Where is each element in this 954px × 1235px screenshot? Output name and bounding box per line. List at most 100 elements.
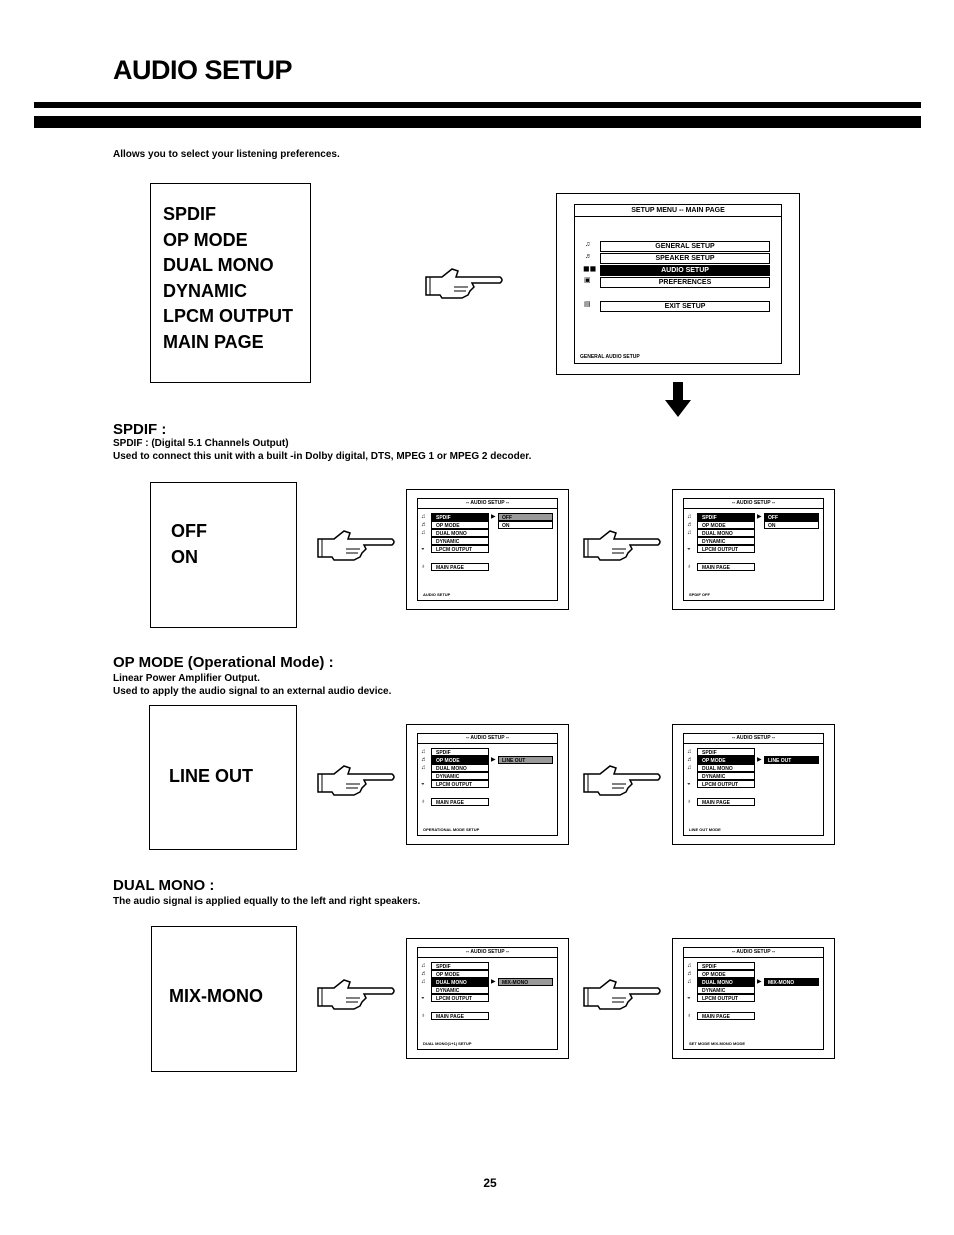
menu-item-dual-mono: DUAL MONO xyxy=(163,255,274,276)
main-item-preferences[interactable]: PREFERENCES xyxy=(600,277,770,288)
dual-mono-options-box: MIX-MONO xyxy=(151,926,297,1072)
audio-menu-box: SPDIF OP MODE DUAL MONO DYNAMIC LPCM OUT… xyxy=(150,183,311,383)
speaker-icon: ♫ xyxy=(585,241,591,248)
menu-item-lpcm-output: LPCM OUTPUT xyxy=(163,306,293,327)
play-arrow-icon: ▶ xyxy=(491,757,496,763)
main-page-icon: ♁ xyxy=(687,564,692,570)
main-page-icon: ♁ xyxy=(421,564,426,570)
section-line: Used to connect this unit with a built -… xyxy=(113,451,532,462)
speaker-icon: ♫ xyxy=(421,765,426,771)
screen-menu-item: SPDIF xyxy=(431,962,489,970)
section-line: SPDIF : (Digital 5.1 Channels Output) xyxy=(113,438,289,449)
pointing-hand-icon xyxy=(425,268,503,299)
disc-icon: ◒ xyxy=(421,995,425,1001)
screen-footer: OPERATIONAL MODE SETUP xyxy=(423,827,480,832)
main-page-icon: ♁ xyxy=(687,799,692,805)
audio-setup-screen: -- AUDIO SETUP --♫SPDIF♬OP MODE♫DUAL MON… xyxy=(672,489,835,610)
screen-inner: -- AUDIO SETUP --♫SPDIF♬OP MODE♫DUAL MON… xyxy=(683,498,824,601)
main-item-audio-setup[interactable]: AUDIO SETUP xyxy=(600,265,770,276)
play-arrow-icon: ▶ xyxy=(491,514,496,520)
menu-item-spdif: SPDIF xyxy=(163,204,217,224)
speaker-icon: ♫ xyxy=(421,963,426,969)
screen-header: -- AUDIO SETUP -- xyxy=(684,734,823,744)
screen-menu-item: LPCM OUTPUT xyxy=(697,545,755,553)
audio-setup-screen: -- AUDIO SETUP --♫SPDIF♬OP MODE♫DUAL MON… xyxy=(672,724,835,845)
play-arrow-icon: ▶ xyxy=(491,979,496,985)
screen-menu-item: DYNAMIC xyxy=(431,772,489,780)
screen-menu-item: LPCM OUTPUT xyxy=(697,994,755,1002)
speaker-icon: ♬ xyxy=(687,971,693,977)
speaker-icon: ♫ xyxy=(421,979,426,985)
screen-footer: SPDIF OFF xyxy=(689,592,710,597)
screen-header: -- AUDIO SETUP -- xyxy=(684,499,823,509)
audio-setup-screen: -- AUDIO SETUP --♫SPDIF♬OP MODE♫DUAL MON… xyxy=(406,489,569,610)
screen-main-page: MAIN PAGE xyxy=(431,1012,489,1020)
disc-icon: ◒ xyxy=(421,781,425,787)
screen-footer: LINE OUT MODE xyxy=(689,827,721,832)
audio-setup-screen: -- AUDIO SETUP --♫SPDIF♬OP MODE♫DUAL MON… xyxy=(672,938,835,1059)
screen-footer: AUDIO SETUP xyxy=(423,592,451,597)
screen-menu-item: LPCM OUTPUT xyxy=(431,545,489,553)
screen-menu-item: SPDIF xyxy=(697,748,755,756)
main-setup-screen: SETUP MENU -- MAIN PAGE ♫ ♬ ◼◼ ▣ ▤ GENER… xyxy=(556,193,800,375)
section-heading-op-mode: OP MODE (Operational Mode) : xyxy=(113,654,334,671)
speaker-icon: ♫ xyxy=(421,514,426,520)
option-line-out: LINE OUT xyxy=(169,766,253,786)
pointing-hand-icon xyxy=(317,765,395,796)
disc-icon: ◒ xyxy=(687,546,691,552)
screen-option: ON xyxy=(764,521,819,529)
option-on: ON xyxy=(171,546,198,567)
section-line: Used to apply the audio signal to an ext… xyxy=(113,686,392,697)
screen-main-page: MAIN PAGE xyxy=(431,563,489,571)
speaker-icon: ♫ xyxy=(687,530,692,536)
main-item-speaker-setup[interactable]: SPEAKER SETUP xyxy=(600,253,770,264)
main-page-icon: ♁ xyxy=(687,1013,692,1019)
audio-setup-screen: -- AUDIO SETUP --♫SPDIF♬OP MODE♫DUAL MON… xyxy=(406,724,569,845)
pointing-hand-icon xyxy=(583,530,661,561)
section-heading-spdif: SPDIF : xyxy=(113,421,167,438)
screen-menu-item: LPCM OUTPUT xyxy=(697,780,755,788)
screen-menu-item: DYNAMIC xyxy=(697,772,755,780)
speaker-icon: ♫ xyxy=(421,530,426,536)
speaker-icon: ♬ xyxy=(421,971,427,977)
screen-main-page: MAIN PAGE xyxy=(431,798,489,806)
screen-inner: -- AUDIO SETUP --♫SPDIF♬OP MODE♫DUAL MON… xyxy=(417,498,558,601)
screen-inner: -- AUDIO SETUP --♫SPDIF♬OP MODE♫DUAL MON… xyxy=(417,733,558,836)
screen-menu-item: DUAL MONO xyxy=(431,529,489,537)
screen-menu-item: DYNAMIC xyxy=(697,986,755,994)
speaker-icon: ♬ xyxy=(585,253,592,260)
disc-icon: ◒ xyxy=(421,546,425,552)
audio-icon: ◼◼ xyxy=(583,264,597,273)
screen-footer: SET MODE MIX-MONO MODE xyxy=(689,1041,745,1046)
speaker-icon: ♬ xyxy=(687,757,693,763)
screen-menu-item: SPDIF xyxy=(697,513,755,521)
screen-header: -- AUDIO SETUP -- xyxy=(418,499,557,509)
main-screen-footer: GENERAL AUDIO SETUP xyxy=(580,354,640,360)
play-arrow-icon: ▶ xyxy=(757,757,762,763)
screen-menu-item: DYNAMIC xyxy=(431,537,489,545)
screen-menu-item: OP MODE xyxy=(431,970,489,978)
screen-option: MIX-MONO xyxy=(764,978,819,986)
screen-main-page: MAIN PAGE xyxy=(697,798,755,806)
screen-menu-item: LPCM OUTPUT xyxy=(431,780,489,788)
speaker-icon: ♫ xyxy=(687,749,692,755)
main-item-general-setup[interactable]: GENERAL SETUP xyxy=(600,241,770,252)
pointing-hand-icon xyxy=(317,530,395,561)
pointing-hand-icon xyxy=(583,979,661,1010)
pointing-hand-icon xyxy=(317,979,395,1010)
menu-item-op-mode: OP MODE xyxy=(163,229,248,250)
screen-menu-item: DUAL MONO xyxy=(431,764,489,772)
screen-menu-item: LPCM OUTPUT xyxy=(431,994,489,1002)
screen-inner: -- AUDIO SETUP --♫SPDIF♬OP MODE♫DUAL MON… xyxy=(683,947,824,1050)
main-page-icon: ♁ xyxy=(421,1013,426,1019)
screen-header: -- AUDIO SETUP -- xyxy=(418,734,557,744)
option-mix-mono: MIX-MONO xyxy=(169,986,263,1006)
screen-menu-item: DYNAMIC xyxy=(697,537,755,545)
main-item-exit-setup[interactable]: EXIT SETUP xyxy=(600,301,770,312)
screen-option: ON xyxy=(498,521,553,529)
speaker-icon: ♬ xyxy=(421,757,427,763)
disc-icon: ◒ xyxy=(687,995,691,1001)
screen-inner: -- AUDIO SETUP --♫SPDIF♬OP MODE♫DUAL MON… xyxy=(417,947,558,1050)
section-line: The audio signal is applied equally to t… xyxy=(113,896,421,907)
main-page-icon: ♁ xyxy=(421,799,426,805)
